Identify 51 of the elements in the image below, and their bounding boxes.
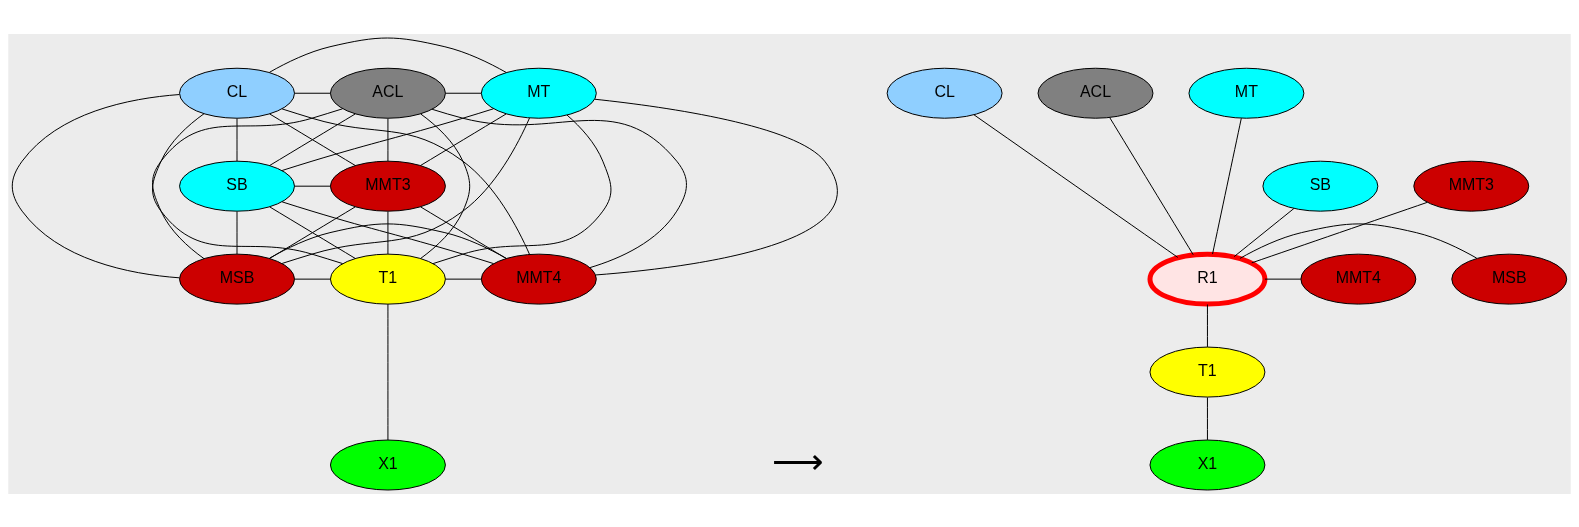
node-ellipse: MT	[480, 67, 597, 119]
node-ellipse: CL	[886, 67, 1003, 119]
connector	[1109, 116, 1194, 255]
connector	[1212, 117, 1242, 255]
label: ⟶	[771, 440, 824, 482]
node-ellipse: ACL	[329, 67, 446, 119]
connector	[387, 210, 389, 254]
connector	[1239, 222, 1478, 259]
connector	[294, 92, 331, 94]
node-ellipse: R1	[1147, 251, 1268, 307]
node-ellipse: T1	[329, 253, 446, 305]
node-ellipse: MMT4	[1300, 253, 1417, 305]
connector	[444, 92, 482, 94]
node-ellipse: MSB	[1451, 253, 1568, 305]
connector	[1233, 207, 1295, 257]
connector	[444, 278, 482, 280]
connector	[973, 113, 1179, 258]
connector	[432, 114, 612, 264]
connector	[387, 303, 389, 440]
connector	[236, 117, 238, 162]
connector	[1251, 201, 1428, 263]
connector	[269, 222, 507, 259]
connector	[594, 98, 838, 275]
node-ellipse: MT	[1188, 67, 1305, 119]
connector	[236, 210, 238, 254]
node-ellipse: MSB	[179, 253, 295, 305]
node-ellipse: MMT3	[1413, 160, 1530, 212]
connector	[1206, 396, 1208, 440]
node-ellipse: CL	[179, 67, 295, 119]
connector	[269, 37, 507, 73]
connector	[269, 112, 356, 166]
node-ellipse: X1	[1149, 439, 1266, 490]
connector	[387, 117, 389, 162]
connector	[294, 185, 331, 187]
connector	[294, 278, 331, 280]
connector	[269, 205, 356, 259]
node-ellipse: X1	[329, 439, 446, 490]
connector	[281, 107, 494, 171]
connector	[1264, 278, 1302, 280]
connector	[281, 200, 494, 264]
connector	[420, 112, 507, 166]
node-ellipse: SB	[1262, 160, 1379, 212]
node-ellipse: MMT3	[329, 160, 446, 212]
node-ellipse: MMT4	[480, 253, 597, 305]
node-ellipse: ACL	[1037, 67, 1154, 119]
connector	[420, 113, 471, 259]
connector	[1206, 303, 1208, 347]
connector	[431, 108, 687, 268]
node-ellipse: SB	[179, 160, 295, 212]
connector	[11, 93, 180, 278]
node-ellipse: T1	[1149, 346, 1266, 398]
